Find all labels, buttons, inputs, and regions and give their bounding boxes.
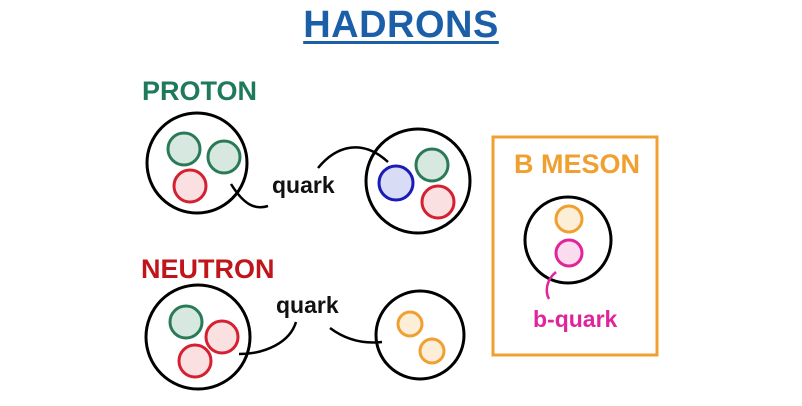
neutron-zoomed-particle (374, 289, 466, 381)
neutron-particle (144, 283, 252, 391)
page-title: HADRONS (303, 4, 499, 46)
proton-particle (145, 111, 249, 215)
green-quark (414, 147, 450, 183)
green-quark (166, 131, 202, 167)
orange-quark (554, 204, 584, 234)
neutron-label: NEUTRON (141, 254, 275, 284)
red-quark (172, 168, 208, 204)
neutron-quark-pointer (238, 321, 298, 356)
neutron-quark-pointer-2 (329, 326, 383, 344)
b-meson-box (491, 135, 659, 357)
b-quark-pointer (545, 271, 557, 300)
b-meson-particle (523, 195, 613, 285)
red-quark (420, 184, 456, 220)
green-quark (206, 139, 242, 175)
b-quark-label: b-quark (533, 306, 618, 332)
orange-quark (396, 310, 424, 338)
b-meson-label: B MESON (514, 149, 641, 179)
proton-zoomed-particle (364, 127, 472, 235)
green-quark (168, 304, 204, 340)
orange-quark (418, 337, 446, 365)
magenta-quark (554, 238, 584, 268)
proton-label: PROTON (142, 76, 258, 106)
red-quark (204, 319, 240, 355)
proton-quark-pointer (229, 183, 269, 209)
red-quark (177, 343, 213, 379)
proton-quark-pointer-2 (317, 146, 389, 169)
neutron-quark-label: quark (276, 292, 339, 318)
blue-quark (377, 164, 415, 202)
proton-quark-label: quark (272, 172, 335, 198)
